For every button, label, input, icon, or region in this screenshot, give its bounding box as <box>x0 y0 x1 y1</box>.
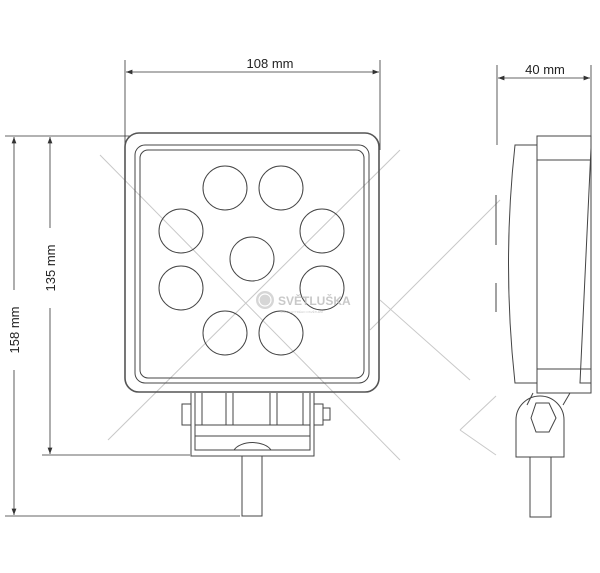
led-8 <box>202 310 248 356</box>
side-view <box>495 135 592 518</box>
led-3 <box>158 208 204 254</box>
led-6 <box>158 265 204 311</box>
bolt-right <box>313 403 324 426</box>
led-4 <box>299 208 345 254</box>
led-2 <box>258 165 304 211</box>
led-1 <box>202 165 248 211</box>
hex-nut-icon <box>530 402 557 433</box>
bolt-left <box>181 403 192 426</box>
watermark-logo: SVĚTLUŠKA SVĚT CHYTRÉHO OSVĚTLENÍ <box>256 291 351 314</box>
led-9 <box>258 310 304 356</box>
housing-height-label: 135 mm <box>43 245 58 292</box>
side-cable-stem <box>529 456 552 518</box>
led-5 <box>229 236 275 282</box>
width-label: 108 mm <box>247 56 294 71</box>
dimension-total-height: 158 mm <box>5 135 240 517</box>
led-array <box>158 165 345 356</box>
cable-stem <box>241 455 263 517</box>
dimension-width: 108 mm <box>124 56 381 150</box>
depth-label: 40 mm <box>525 62 565 77</box>
svg-text:SVĚTLUŠKA: SVĚTLUŠKA <box>278 293 351 308</box>
total-height-label: 158 mm <box>7 307 22 354</box>
dimension-depth: 40 mm <box>496 62 592 145</box>
svg-text:SVĚT CHYTRÉHO OSVĚTLENÍ: SVĚT CHYTRÉHO OSVĚTLENÍ <box>280 309 323 314</box>
front-view <box>124 132 380 517</box>
dimension-housing-height: 135 mm <box>42 137 190 456</box>
side-knuckle <box>515 395 565 458</box>
mount-bracket <box>181 393 331 517</box>
led-7 <box>299 265 345 311</box>
